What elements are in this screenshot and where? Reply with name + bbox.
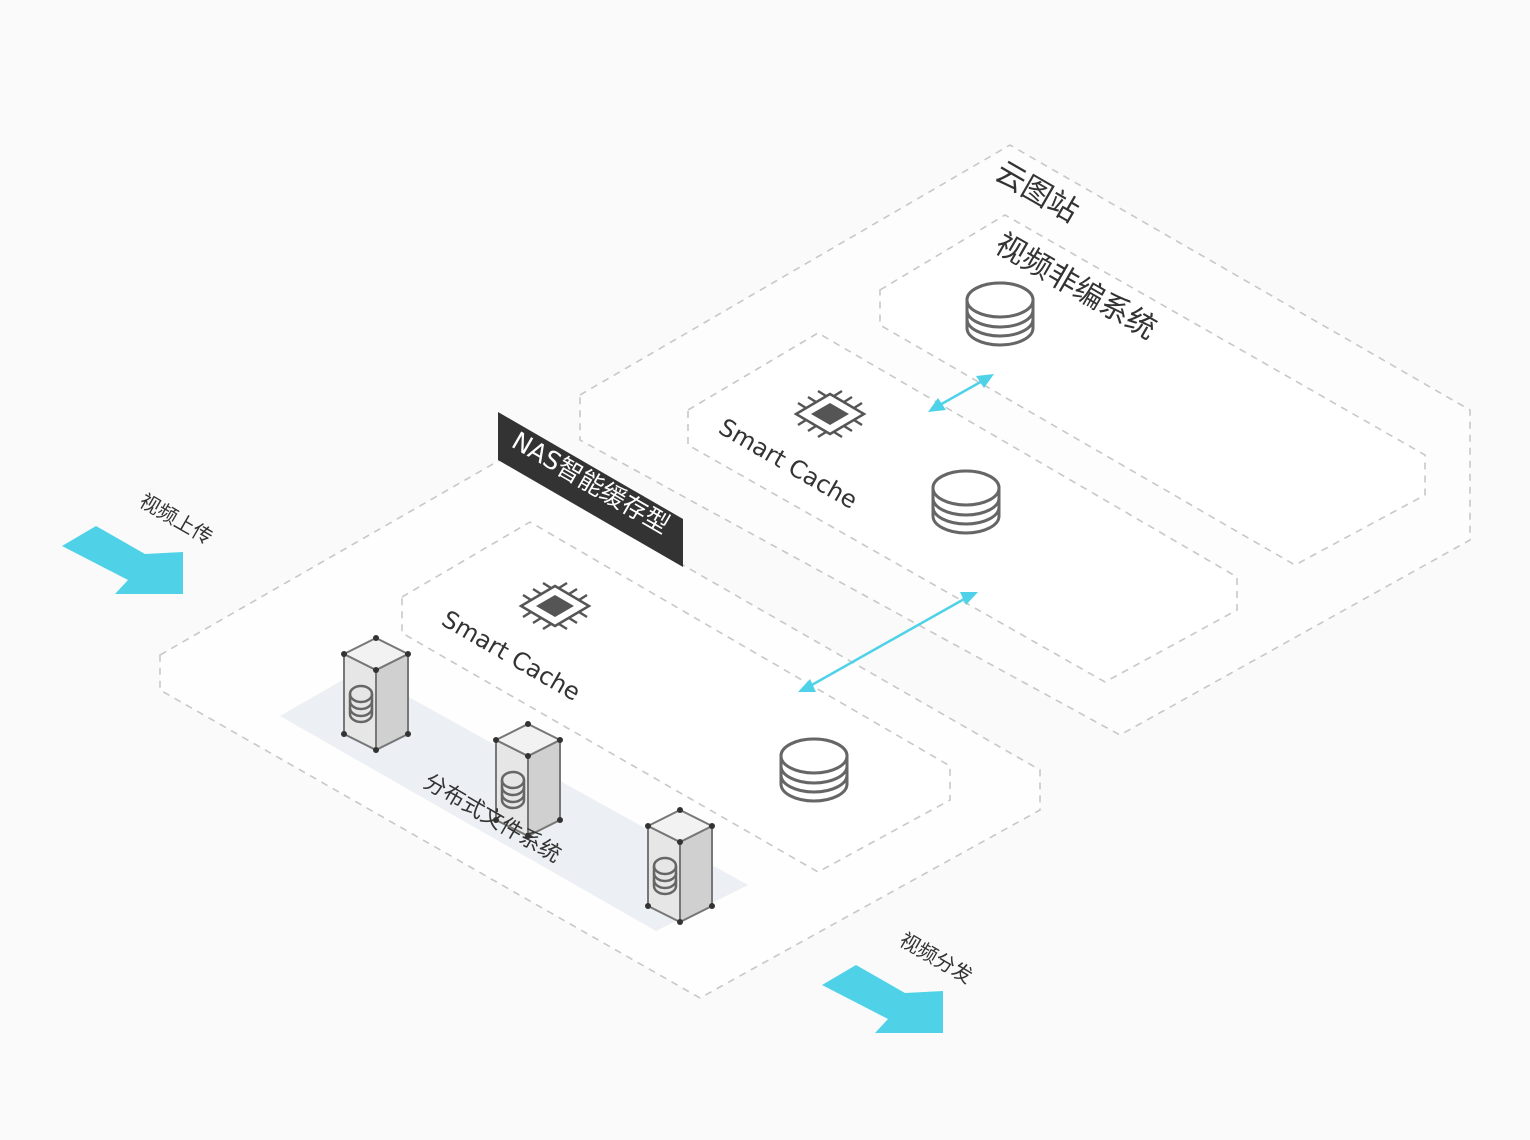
- cloud-station-panel: [579, 144, 1471, 736]
- server-icon: [643, 805, 717, 927]
- distribute-label: 视频分发: [896, 928, 977, 989]
- database-icon: [931, 469, 1001, 535]
- database-icon: [779, 737, 849, 803]
- upload-arrow-icon: [62, 526, 183, 594]
- sync-arrow-bottom: [798, 592, 978, 692]
- distribute-arrow-icon: [822, 965, 943, 1033]
- database-icon: [965, 281, 1035, 347]
- server-icon: [339, 633, 413, 755]
- sync-arrow-top: [928, 374, 994, 412]
- upload-label: 视频上传: [136, 489, 217, 550]
